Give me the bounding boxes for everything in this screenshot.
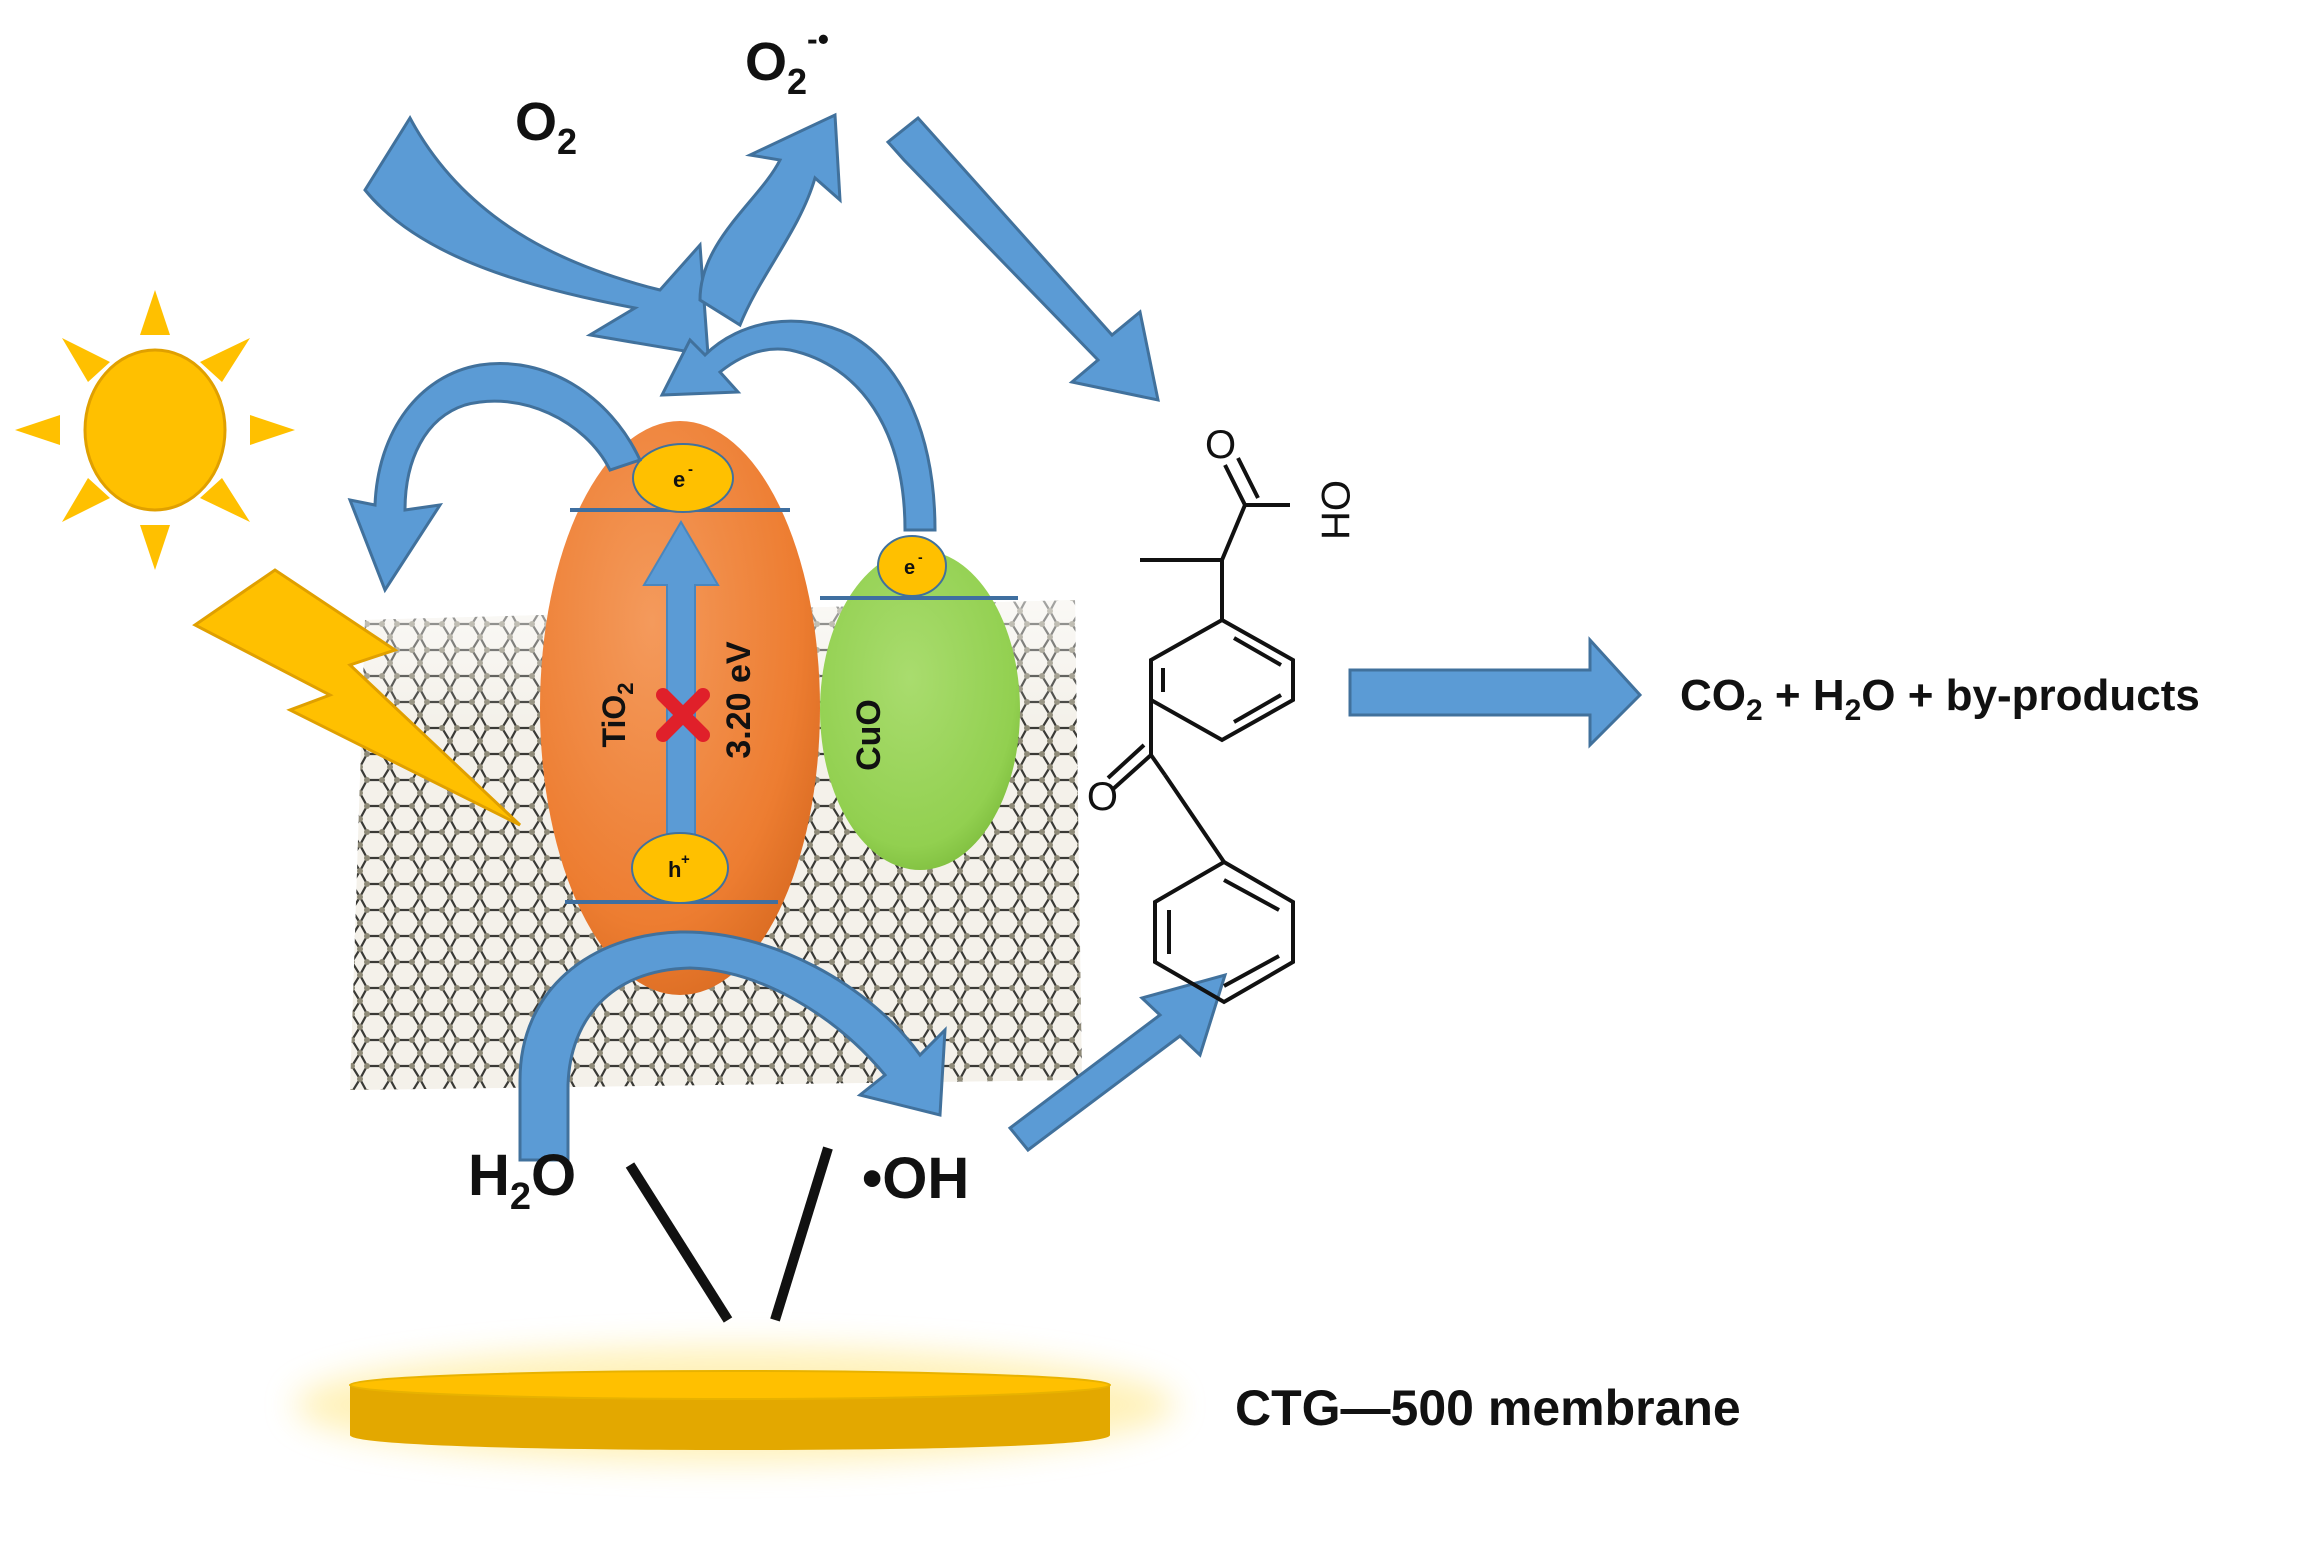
molecule-ketone-oxygen: O bbox=[1087, 775, 1118, 819]
band-gap-label: 3.20 eV bbox=[720, 641, 758, 759]
sun-icon bbox=[15, 290, 295, 570]
molecule-carbonyl-oxygen: O bbox=[1205, 423, 1236, 467]
tio2-hole-charge: + bbox=[681, 851, 690, 868]
tio2-particle: e - h + TiO2 3.20 eV bbox=[540, 421, 820, 995]
membrane-disc bbox=[295, 1347, 1175, 1463]
pollutant-molecule bbox=[1106, 457, 1295, 1005]
hydroxyl-attack-arrow bbox=[1007, 972, 1228, 1153]
oxygen-in-arrow bbox=[363, 115, 710, 357]
tio2-label: TiO2 bbox=[596, 683, 638, 748]
membrane-connector-left bbox=[625, 1162, 733, 1323]
superoxide-label: O2-• bbox=[745, 21, 829, 102]
superoxide-out-arrow bbox=[698, 112, 842, 328]
oxygen-label: O2 bbox=[515, 92, 577, 162]
cuo-electron-charge: - bbox=[918, 549, 923, 565]
cuo-label: CuO bbox=[850, 699, 888, 771]
tio2-electron-charge: - bbox=[688, 461, 693, 478]
tio2-hole-label: h bbox=[668, 857, 681, 882]
degradation-arrow bbox=[1348, 636, 1643, 749]
molecule-hydroxyl-group: OH bbox=[1313, 480, 1357, 540]
cuo-to-tio2-electron-arrow bbox=[659, 319, 937, 532]
cuo-particle: e - CuO bbox=[820, 535, 1020, 870]
superoxide-attack-arrow bbox=[885, 115, 1160, 402]
recombination-blocked-icon bbox=[656, 688, 710, 742]
water-label: H2O bbox=[468, 1143, 576, 1218]
tio2-electron-label: e bbox=[673, 467, 685, 492]
cuo-electron-label: e bbox=[904, 557, 915, 579]
water-oxidation-arrow bbox=[518, 930, 947, 1162]
membrane-connector-right bbox=[770, 1146, 833, 1322]
lightning-bolt-icon bbox=[192, 568, 522, 827]
hydroxyl-label: •OH bbox=[862, 1146, 969, 1211]
products-label: CO2 + H2O + by-products bbox=[1680, 671, 2200, 727]
membrane-label: CTG—500 membrane bbox=[1235, 1380, 1741, 1436]
electron-escape-arrow bbox=[347, 362, 643, 594]
